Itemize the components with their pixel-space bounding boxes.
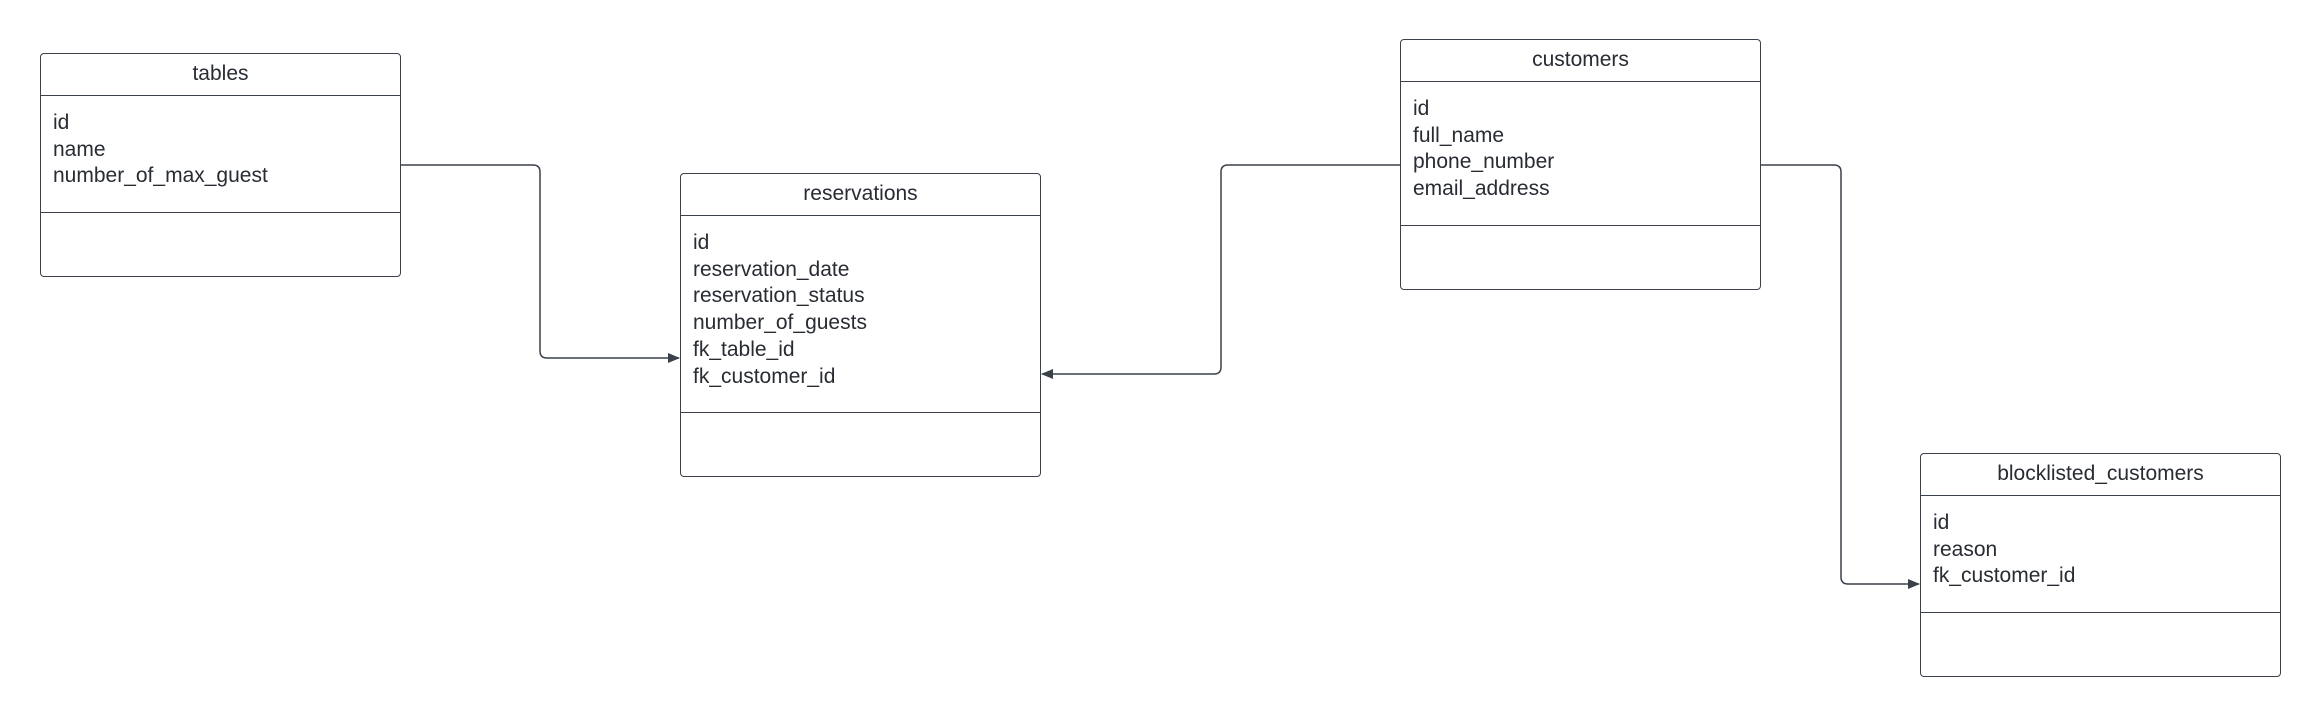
attribute: email_address [1413, 177, 1550, 201]
entity-attributes: id reservation_date reservation_status n… [681, 216, 1040, 413]
entity-title: reservations [681, 174, 1040, 216]
connector-tables-to-reservations[interactable] [401, 164, 680, 363]
attribute: fk_customer_id [1933, 564, 2076, 588]
attribute: phone_number [1413, 150, 1555, 174]
attribute: number_of_max_guest [53, 164, 268, 188]
entity-blocklisted-customers[interactable]: blocklisted_customers id reason fk_custo… [1920, 453, 2281, 677]
attribute: reason [1933, 537, 1998, 561]
entity-tables[interactable]: tables id name number_of_max_guest [40, 53, 401, 277]
entity-attributes: id full_name phone_number email_address [1401, 82, 1760, 226]
attribute: reservation_status [693, 284, 865, 308]
attribute: number_of_guests [693, 311, 867, 335]
entity-customers[interactable]: customers id full_name phone_number emai… [1400, 39, 1761, 290]
entity-reservations[interactable]: reservations id reservation_date reserva… [680, 173, 1041, 477]
attribute: name [53, 137, 106, 161]
entity-title: blocklisted_customers [1921, 454, 2280, 496]
entity-title: tables [41, 54, 400, 96]
entity-attributes: id reason fk_customer_id [1921, 496, 2280, 613]
entity-attributes: id name number_of_max_guest [41, 96, 400, 213]
attribute: id [53, 111, 70, 134]
connector-customers-to-blocklisted-customers[interactable] [1761, 164, 1920, 589]
attribute: reservation_date [693, 257, 850, 281]
attribute: full_name [1413, 123, 1505, 147]
attribute: fk_table_id [693, 337, 795, 361]
connector-customers-to-reservations[interactable] [1041, 164, 1400, 379]
attribute: id [1413, 97, 1430, 120]
entity-title: customers [1401, 40, 1760, 82]
attribute: fk_customer_id [693, 364, 836, 388]
attribute: id [693, 231, 710, 254]
attribute: id [1933, 511, 1950, 534]
